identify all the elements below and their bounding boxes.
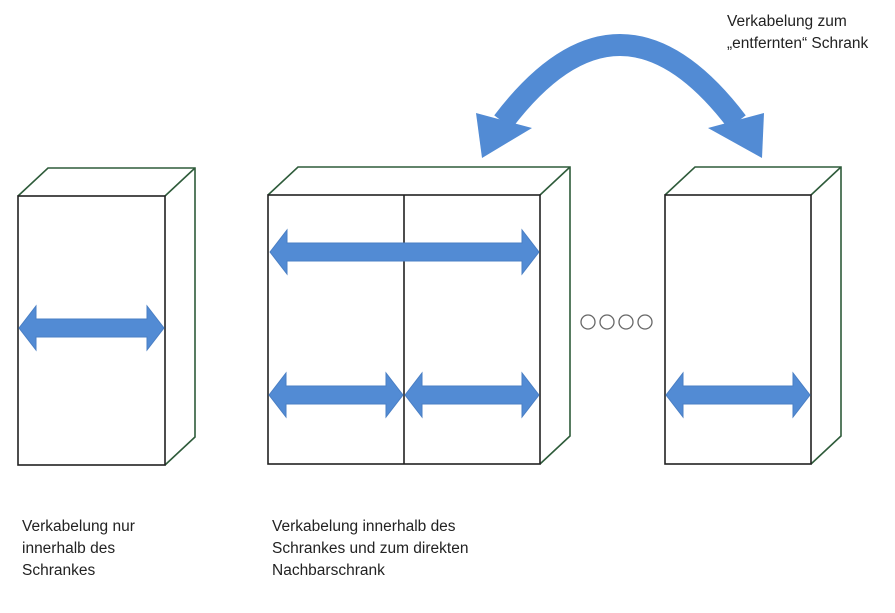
cabinet-front [17, 195, 166, 466]
double-arrow [269, 228, 540, 276]
cabinet-depth-outline [17, 167, 196, 466]
cabinet-front [664, 194, 812, 465]
ellipsis-circle-icon [637, 314, 653, 330]
label-remote-cabling: Verkabelung zum „entfernten“ Schrank [727, 13, 869, 52]
cabinet-single [17, 167, 196, 466]
double-arrow [268, 371, 404, 419]
cabinet-remote [664, 166, 842, 465]
double-arrow [665, 371, 811, 419]
curved-arrow-head-left [476, 113, 532, 158]
cabinet-depth-outline [664, 166, 842, 465]
cabinet-depth-outline [267, 166, 571, 465]
cabinet-double [267, 166, 571, 465]
cabinet-top-edge [164, 167, 196, 197]
label-neighbor-cabinet: Verkabelung innerhalb des Schrankes und … [272, 518, 469, 579]
ellipsis-circle-icon [599, 314, 615, 330]
double-arrow [404, 371, 540, 419]
ellipsis-circle-icon [618, 314, 634, 330]
curved-arrow [494, 34, 746, 129]
double-arrow [18, 304, 165, 352]
curved-arrow-head-right [708, 113, 764, 158]
cabinet-top-edge [810, 166, 842, 196]
cabinet-top-edge [539, 166, 571, 196]
label-single-cabinet: Verkabelung nur innerhalb des Schrankes [22, 518, 135, 579]
ellipsis-circle-icon [580, 314, 596, 330]
